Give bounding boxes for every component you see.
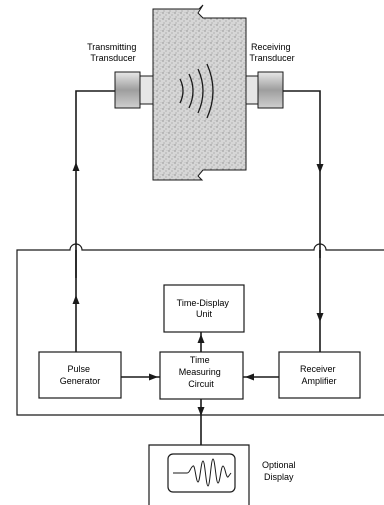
- receiver-amplifier-label: Receiver Amplifier: [300, 364, 338, 386]
- transmit-arrow-upper: [72, 162, 80, 171]
- receiver-amplifier-box: [278, 351, 361, 399]
- receive-wire: [283, 90, 321, 258]
- transmitting-transducer-label: Transmitting Transducer: [87, 42, 139, 63]
- time-display-unit-label: Time-Display Unit: [177, 298, 232, 319]
- time-display-unit-box: [163, 284, 245, 333]
- transmit-arrow-lower: [72, 295, 80, 304]
- receive-arrow-upper: [316, 164, 324, 173]
- optional-display-box: [148, 444, 250, 505]
- electronics-enclosure: [16, 243, 384, 416]
- waveform-icon: [173, 458, 232, 487]
- receiving-transducer: [245, 71, 284, 109]
- transmitting-transducer: [114, 71, 154, 109]
- pulse-generator-label: Pulse Generator: [60, 364, 101, 386]
- time-measuring-circuit-label: Time Measuring Circuit: [179, 355, 224, 389]
- measuring-to-optional-arrow: [197, 407, 205, 416]
- specimen-block: [152, 4, 247, 181]
- optional-display-label: Optional Display: [262, 460, 298, 482]
- receive-arrow-lower: [316, 313, 324, 322]
- receiving-transducer-label: Receiving Transducer: [249, 42, 294, 63]
- pulse-to-measuring-arrow: [149, 373, 158, 381]
- sound-wave-icon: [179, 63, 214, 119]
- transmit-wire: [75, 90, 115, 278]
- amplifier-to-measuring-arrow: [245, 373, 254, 381]
- measuring-to-display-arrow: [197, 334, 205, 343]
- pulse-generator-box: [38, 351, 122, 399]
